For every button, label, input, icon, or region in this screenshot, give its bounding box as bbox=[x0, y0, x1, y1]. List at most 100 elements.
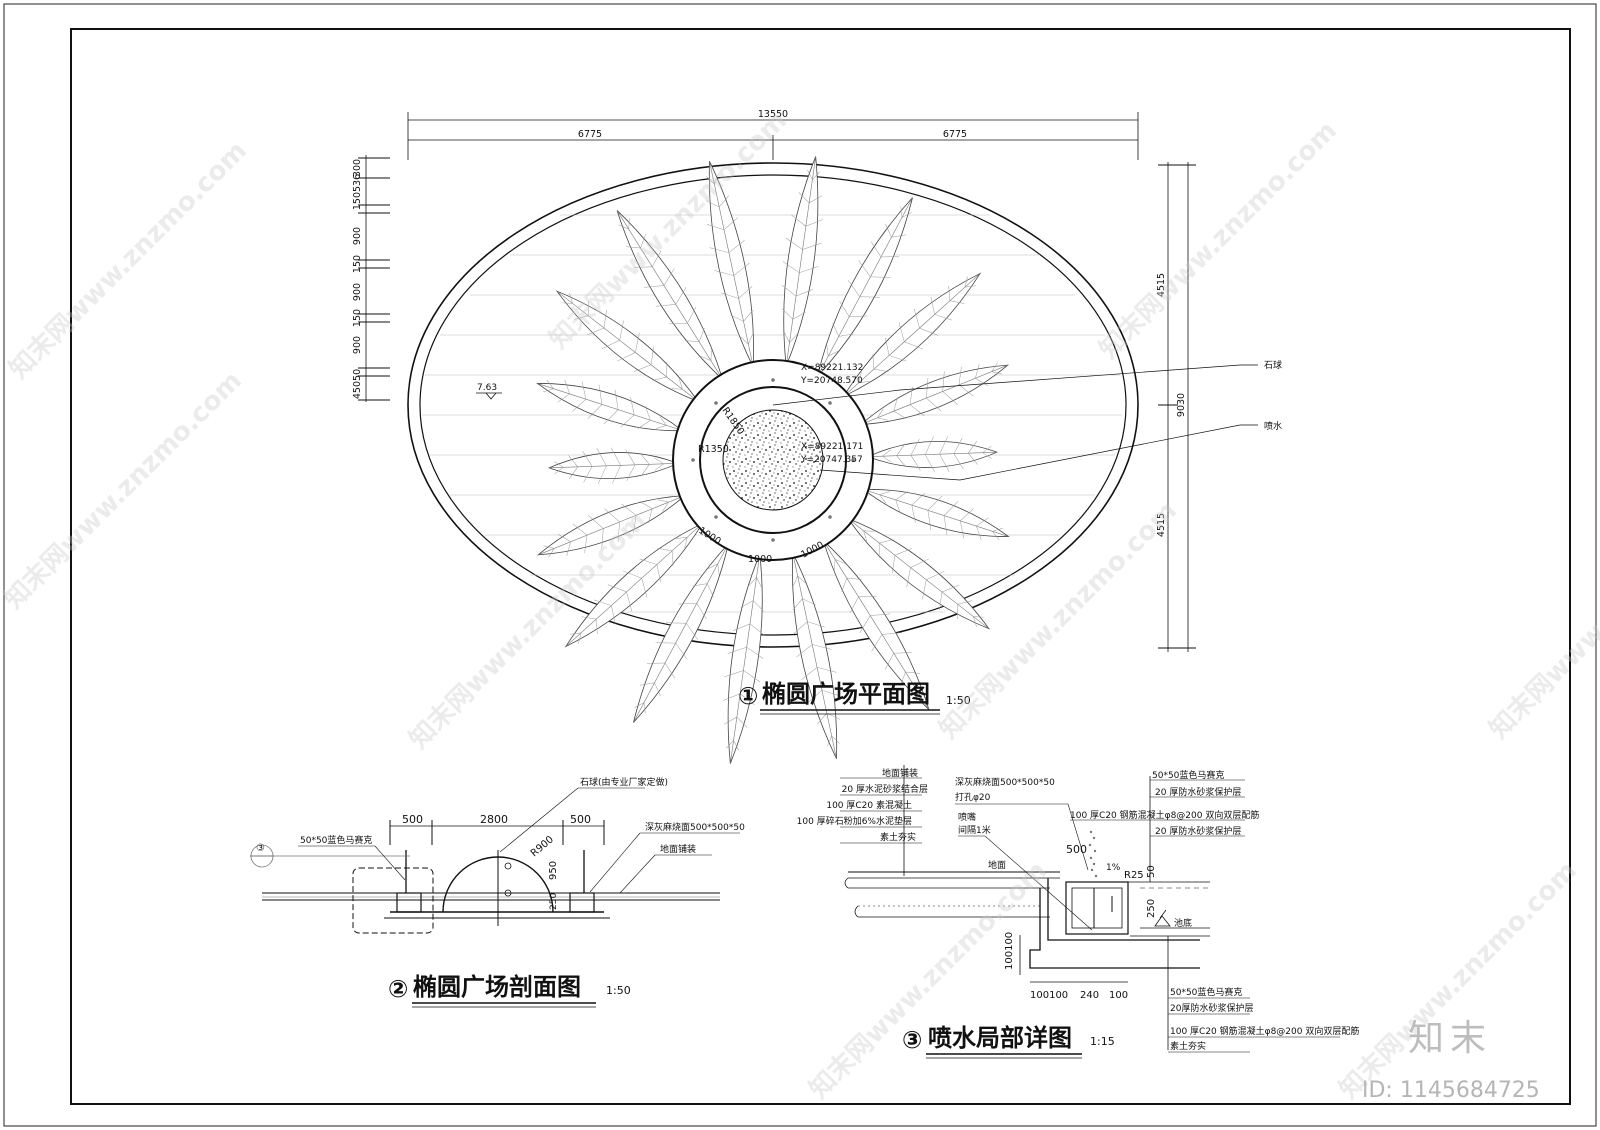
plan-coord1-x: X=89221.132 bbox=[801, 363, 863, 373]
detail-scale: 1:15 bbox=[1090, 1035, 1115, 1048]
detail-layer-right-top-1: 50*50蓝色马赛克 bbox=[1152, 769, 1224, 781]
detail-dim-bottom-3: 100 bbox=[1109, 990, 1128, 1001]
detail-label-spray: 500 bbox=[1066, 843, 1087, 856]
plan-dim-left-stack: 300 150536 900 150 900 150 900 45050 bbox=[352, 155, 390, 402]
section-callout-stone: 石球(由专业厂家定做) bbox=[580, 776, 668, 788]
plan-dim-right-stack: 4515 9030 4515 bbox=[1156, 162, 1196, 652]
section-view: 500 2800 500 R900 950 250 ③ 50*50蓝色马赛克 石… bbox=[250, 776, 745, 1008]
section-label-granite: 深灰麻烧面500*500*50 bbox=[645, 821, 745, 833]
callout-stone: 石球 bbox=[1264, 359, 1282, 371]
section-label-paving: 地面铺装 bbox=[660, 843, 696, 855]
petal bbox=[564, 522, 704, 648]
section-detail-box bbox=[352, 867, 434, 934]
plan-left-dim-3: 900 bbox=[352, 227, 363, 245]
detail-view: 地面铺装 20 厚水泥砂浆结合层 100 厚C20 素混凝土 100 厚碎石粉加… bbox=[797, 765, 1359, 1059]
detail-layer-left-4: 100 厚碎石粉加6%水泥垫层 bbox=[797, 815, 912, 827]
section-dim-1: 500 bbox=[402, 813, 423, 826]
plan-left-dim-1: 300 bbox=[352, 159, 363, 177]
detail-dim-bottom-1: 100100 bbox=[1030, 990, 1068, 1001]
watermark-site-9: 知末网www.znzmo.com bbox=[1484, 496, 1600, 745]
detail-spray bbox=[1088, 830, 1098, 878]
detail-layer-right-bottom-2: 20厚防水砂浆保护层 bbox=[1170, 1002, 1253, 1014]
detail-label-r25: R25 bbox=[1124, 870, 1144, 881]
petal bbox=[816, 197, 913, 378]
detail-label-ground: 地面 bbox=[988, 859, 1006, 871]
detail-layer-left-2: 20 厚水泥砂浆结合层 bbox=[842, 783, 928, 795]
detail-dim-bottom-2: 240 bbox=[1080, 990, 1099, 1001]
detail-dims-vertical: 100100 bbox=[1004, 932, 1015, 970]
petal bbox=[616, 210, 724, 381]
detail-label-slope: 1% bbox=[1106, 863, 1121, 873]
petal bbox=[866, 435, 998, 473]
plan-radius-inner: R1350 bbox=[698, 444, 729, 455]
section-scale: 1:50 bbox=[606, 984, 631, 997]
detail-title-number: ③ bbox=[902, 1026, 922, 1054]
section-base: 250 bbox=[549, 893, 559, 910]
detail-pool-wall bbox=[1047, 878, 1200, 941]
petal bbox=[862, 488, 1010, 541]
petal bbox=[548, 447, 680, 485]
plaza-inner-ellipse bbox=[419, 174, 1127, 636]
petal bbox=[842, 272, 982, 398]
section-title: 椭圆广场剖面图 bbox=[413, 973, 581, 1001]
plan-dim-top: 13550 6775 6775 bbox=[407, 109, 1139, 160]
detail-layer-right-top-3: 100 厚C20 钢筋混凝土φ8@200 双向双层配筋 bbox=[1070, 809, 1259, 821]
sunflower-petals bbox=[536, 156, 1010, 764]
watermark-site-1: 知末网www.znzmo.com bbox=[4, 136, 253, 385]
detail-layers-right-top: 50*50蓝色马赛克 20 厚防水砂浆保护层 100 厚C20 钢筋混凝土φ8@… bbox=[1070, 769, 1259, 882]
plan-left-dim-4: 150 bbox=[352, 255, 363, 273]
plan-right-dim-lower: 4515 bbox=[1156, 513, 1167, 537]
watermark-site-5: 知末网www.znzmo.com bbox=[404, 506, 653, 755]
detail-layer-left-1: 地面铺装 bbox=[882, 767, 918, 779]
plaza-outer-ellipse bbox=[407, 162, 1139, 648]
stone-ball-core bbox=[722, 409, 824, 511]
detail-label-50: 50 bbox=[1146, 865, 1157, 878]
plan-left-dim-8: 45050 bbox=[352, 369, 363, 399]
section-height: 950 bbox=[548, 861, 559, 880]
detail-label-hole: 打孔φ20 bbox=[955, 791, 991, 803]
detail-layer-left-5: 素土夯实 bbox=[880, 831, 916, 843]
plan-left-dim-7: 900 bbox=[352, 336, 363, 354]
plan-title-number: ① bbox=[738, 682, 758, 710]
detail-layer-right-bottom-3: 100 厚C20 钢筋混凝土φ8@200 双向双层配筋 bbox=[1170, 1025, 1359, 1037]
petal bbox=[723, 553, 765, 764]
petal bbox=[555, 290, 700, 403]
detail-label-nozzle: 喷嘴 bbox=[958, 812, 976, 823]
plan-left-dim-6: 150 bbox=[352, 309, 363, 327]
detail-title: 喷水局部详图 bbox=[928, 1024, 1072, 1052]
section-label-mosaic: 50*50蓝色马赛克 bbox=[300, 834, 372, 846]
petal bbox=[781, 156, 823, 367]
callout-line-stone bbox=[772, 364, 1258, 406]
plan-dim-overall: 13550 bbox=[758, 109, 788, 120]
section-radius: R900 bbox=[529, 834, 556, 859]
detail-label-interval: 间隔1米 bbox=[958, 824, 991, 836]
plan-elevation: 7.63 bbox=[477, 383, 497, 393]
plan-coord2-y: Y=20747.357 bbox=[800, 455, 863, 465]
detail-layers-left: 地面铺装 20 厚水泥砂浆结合层 100 厚C20 素混凝土 100 厚碎石粉加… bbox=[797, 765, 928, 876]
section-detail-ref: ③ bbox=[256, 843, 265, 854]
plan-dim-right: 6775 bbox=[943, 129, 967, 140]
section-dim-2: 2800 bbox=[480, 813, 508, 826]
plan-dim-left: 6775 bbox=[578, 129, 602, 140]
plan-coord1-y: Y=20748.570 bbox=[800, 376, 863, 386]
watermark-site-2: 知末网www.znzmo.com bbox=[544, 106, 793, 355]
section-title-number: ② bbox=[388, 975, 408, 1003]
petal bbox=[846, 517, 991, 630]
detail-layer-right-top-2: 20 厚防水砂浆保护层 bbox=[1155, 786, 1241, 798]
plan-right-dim-upper: 4515 bbox=[1156, 273, 1167, 297]
detail-layers-right-bottom: 50*50蓝色马赛克 20厚防水砂浆保护层 100 厚C20 钢筋混凝土φ8@2… bbox=[1167, 936, 1359, 1053]
detail-layer-right-bottom-4: 素土夯实 bbox=[1170, 1040, 1206, 1052]
petal bbox=[792, 552, 841, 760]
watermark-site-4: 知末网www.znzmo.com bbox=[0, 366, 248, 615]
plan-left-dim-5: 900 bbox=[352, 283, 363, 301]
petal bbox=[536, 495, 687, 558]
watermark-site-7: 知末网www.znzmo.com bbox=[804, 856, 1053, 1105]
petal bbox=[633, 542, 730, 723]
callout-fountain: 喷水 bbox=[1264, 420, 1282, 432]
detail-layer-right-top-4: 20 厚防水砂浆保护层 bbox=[1155, 825, 1241, 837]
plan-left-dim-2: 150536 bbox=[352, 174, 363, 210]
callout-line-fountain bbox=[819, 424, 1258, 481]
plan-coord2-x: X=89221.171 bbox=[801, 442, 863, 452]
detail-layer-left-3: 100 厚C20 素混凝土 bbox=[826, 799, 912, 811]
